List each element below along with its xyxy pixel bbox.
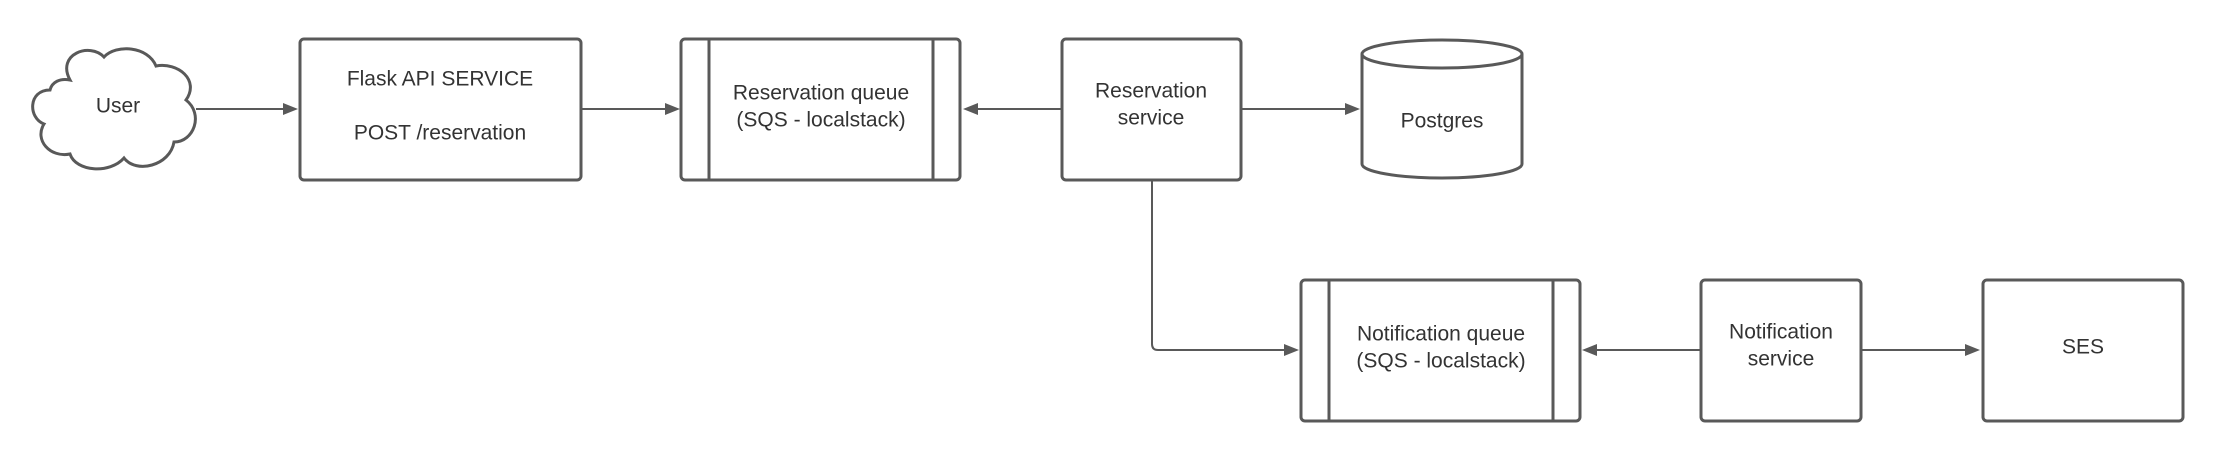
notification-queue-subtitle: (SQS - localstack): [1356, 350, 1525, 373]
flask-api-title: Flask API SERVICE: [347, 68, 533, 91]
node-reservation-queue: Reservation queue (SQS - localstack): [679, 37, 962, 182]
notification-service-line1: Notification: [1729, 321, 1833, 344]
node-reservation-service: Reservation service: [1060, 37, 1243, 182]
reservation-queue-subtitle: (SQS - localstack): [736, 109, 905, 132]
postgres-label: Postgres: [1401, 110, 1484, 133]
reservation-queue-title: Reservation queue: [733, 82, 909, 105]
node-postgres: Postgres: [1360, 38, 1524, 180]
database-cylinder: [1360, 38, 1524, 180]
notification-queue-title: Notification queue: [1357, 323, 1525, 346]
edge-user-to-flask-api: [196, 103, 298, 115]
notification-service-line2: service: [1748, 348, 1815, 371]
edge-notification-service-to-ses: [1862, 344, 1980, 356]
cloud-shape: [31, 47, 197, 171]
user-label: User: [96, 95, 140, 118]
edge-flask-api-to-reservation-queue: [582, 103, 680, 115]
node-flask-api: Flask API SERVICE POST /reservation: [298, 37, 583, 182]
ses-label: SES: [2062, 336, 2104, 359]
reservation-service-line1: Reservation: [1095, 80, 1207, 103]
edge-reservation-service-to-reservation-queue: [963, 103, 1062, 115]
flask-api-endpoint: POST /reservation: [354, 122, 526, 145]
node-notification-queue: Notification queue (SQS - localstack): [1299, 278, 1582, 423]
node-ses: SES: [1981, 278, 2185, 423]
edge-notification-service-to-notification-queue: [1582, 344, 1700, 356]
reservation-service-line2: service: [1118, 107, 1185, 130]
node-user: User: [31, 47, 197, 171]
node-notification-service: Notification service: [1699, 278, 1863, 423]
edge-reservation-service-to-postgres: [1242, 103, 1360, 115]
edge-reservation-service-to-notification-queue: [1151, 181, 1299, 356]
